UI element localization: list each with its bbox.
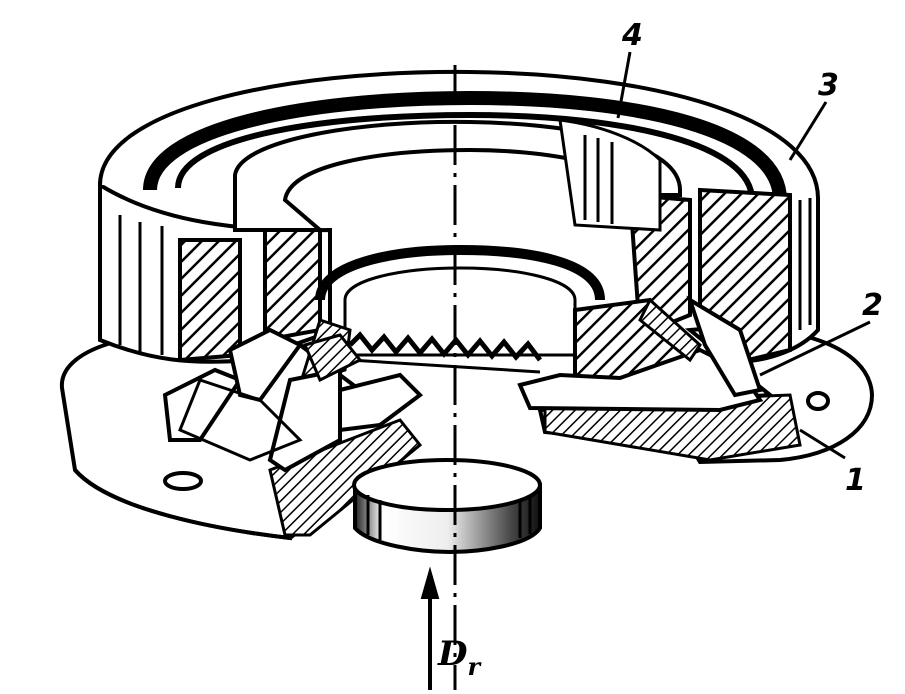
- roller-teeth: [348, 331, 542, 374]
- callout-1: 1: [845, 463, 866, 498]
- piston-disc: [352, 458, 542, 555]
- leader-lines: [616, 51, 871, 460]
- callout-4: 4: [621, 18, 643, 53]
- force-subscript: r: [467, 652, 482, 681]
- force-arrow: [420, 566, 440, 690]
- cage-segments: [162, 295, 764, 473]
- force-label: Dr: [437, 634, 482, 681]
- force-symbol: D: [437, 634, 468, 674]
- callout-2: 2: [862, 288, 883, 323]
- callout-3: 3: [818, 68, 839, 103]
